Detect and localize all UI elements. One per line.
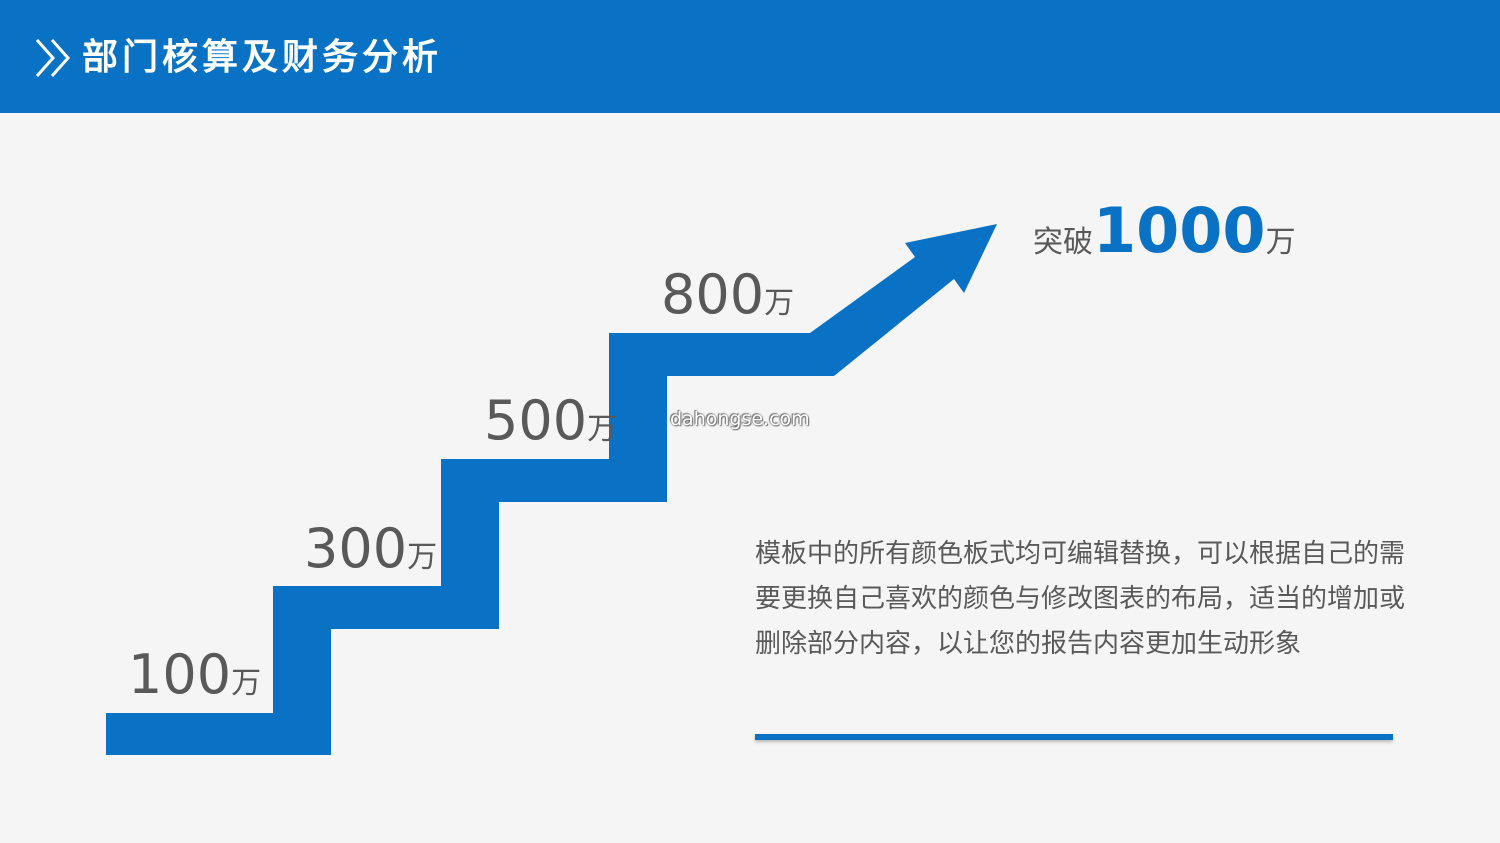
double-chevron-right-icon xyxy=(35,39,71,77)
step-label-100: 100万 xyxy=(128,645,261,705)
step-unit: 万 xyxy=(587,412,618,447)
header-bar: 部门核算及财务分析 xyxy=(0,0,1500,113)
step-value: 500 xyxy=(484,389,588,452)
goal-unit: 万 xyxy=(1265,225,1296,260)
staircase-shape xyxy=(106,224,997,755)
step-value: 800 xyxy=(661,263,765,326)
watermark: dahongse.com xyxy=(670,408,810,430)
step-unit: 万 xyxy=(407,540,438,575)
goal-prefix: 突破 xyxy=(1033,225,1093,260)
goal-label: 突破1000万 xyxy=(1033,196,1296,266)
goal-value: 1000 xyxy=(1093,194,1266,267)
step-unit: 万 xyxy=(764,286,795,321)
step-label-500: 500万 xyxy=(484,391,617,451)
step-value: 300 xyxy=(304,517,408,580)
step-value: 100 xyxy=(128,643,232,706)
page-title: 部门核算及财务分析 xyxy=(82,37,443,78)
step-label-300: 300万 xyxy=(304,519,437,579)
description-text: 模板中的所有颜色板式均可编辑替换，可以根据自己的需要更换自己喜欢的颜色与修改图表… xyxy=(755,539,1406,659)
step-unit: 万 xyxy=(231,666,262,701)
description-underline xyxy=(755,734,1393,740)
step-label-800: 800万 xyxy=(661,265,794,325)
